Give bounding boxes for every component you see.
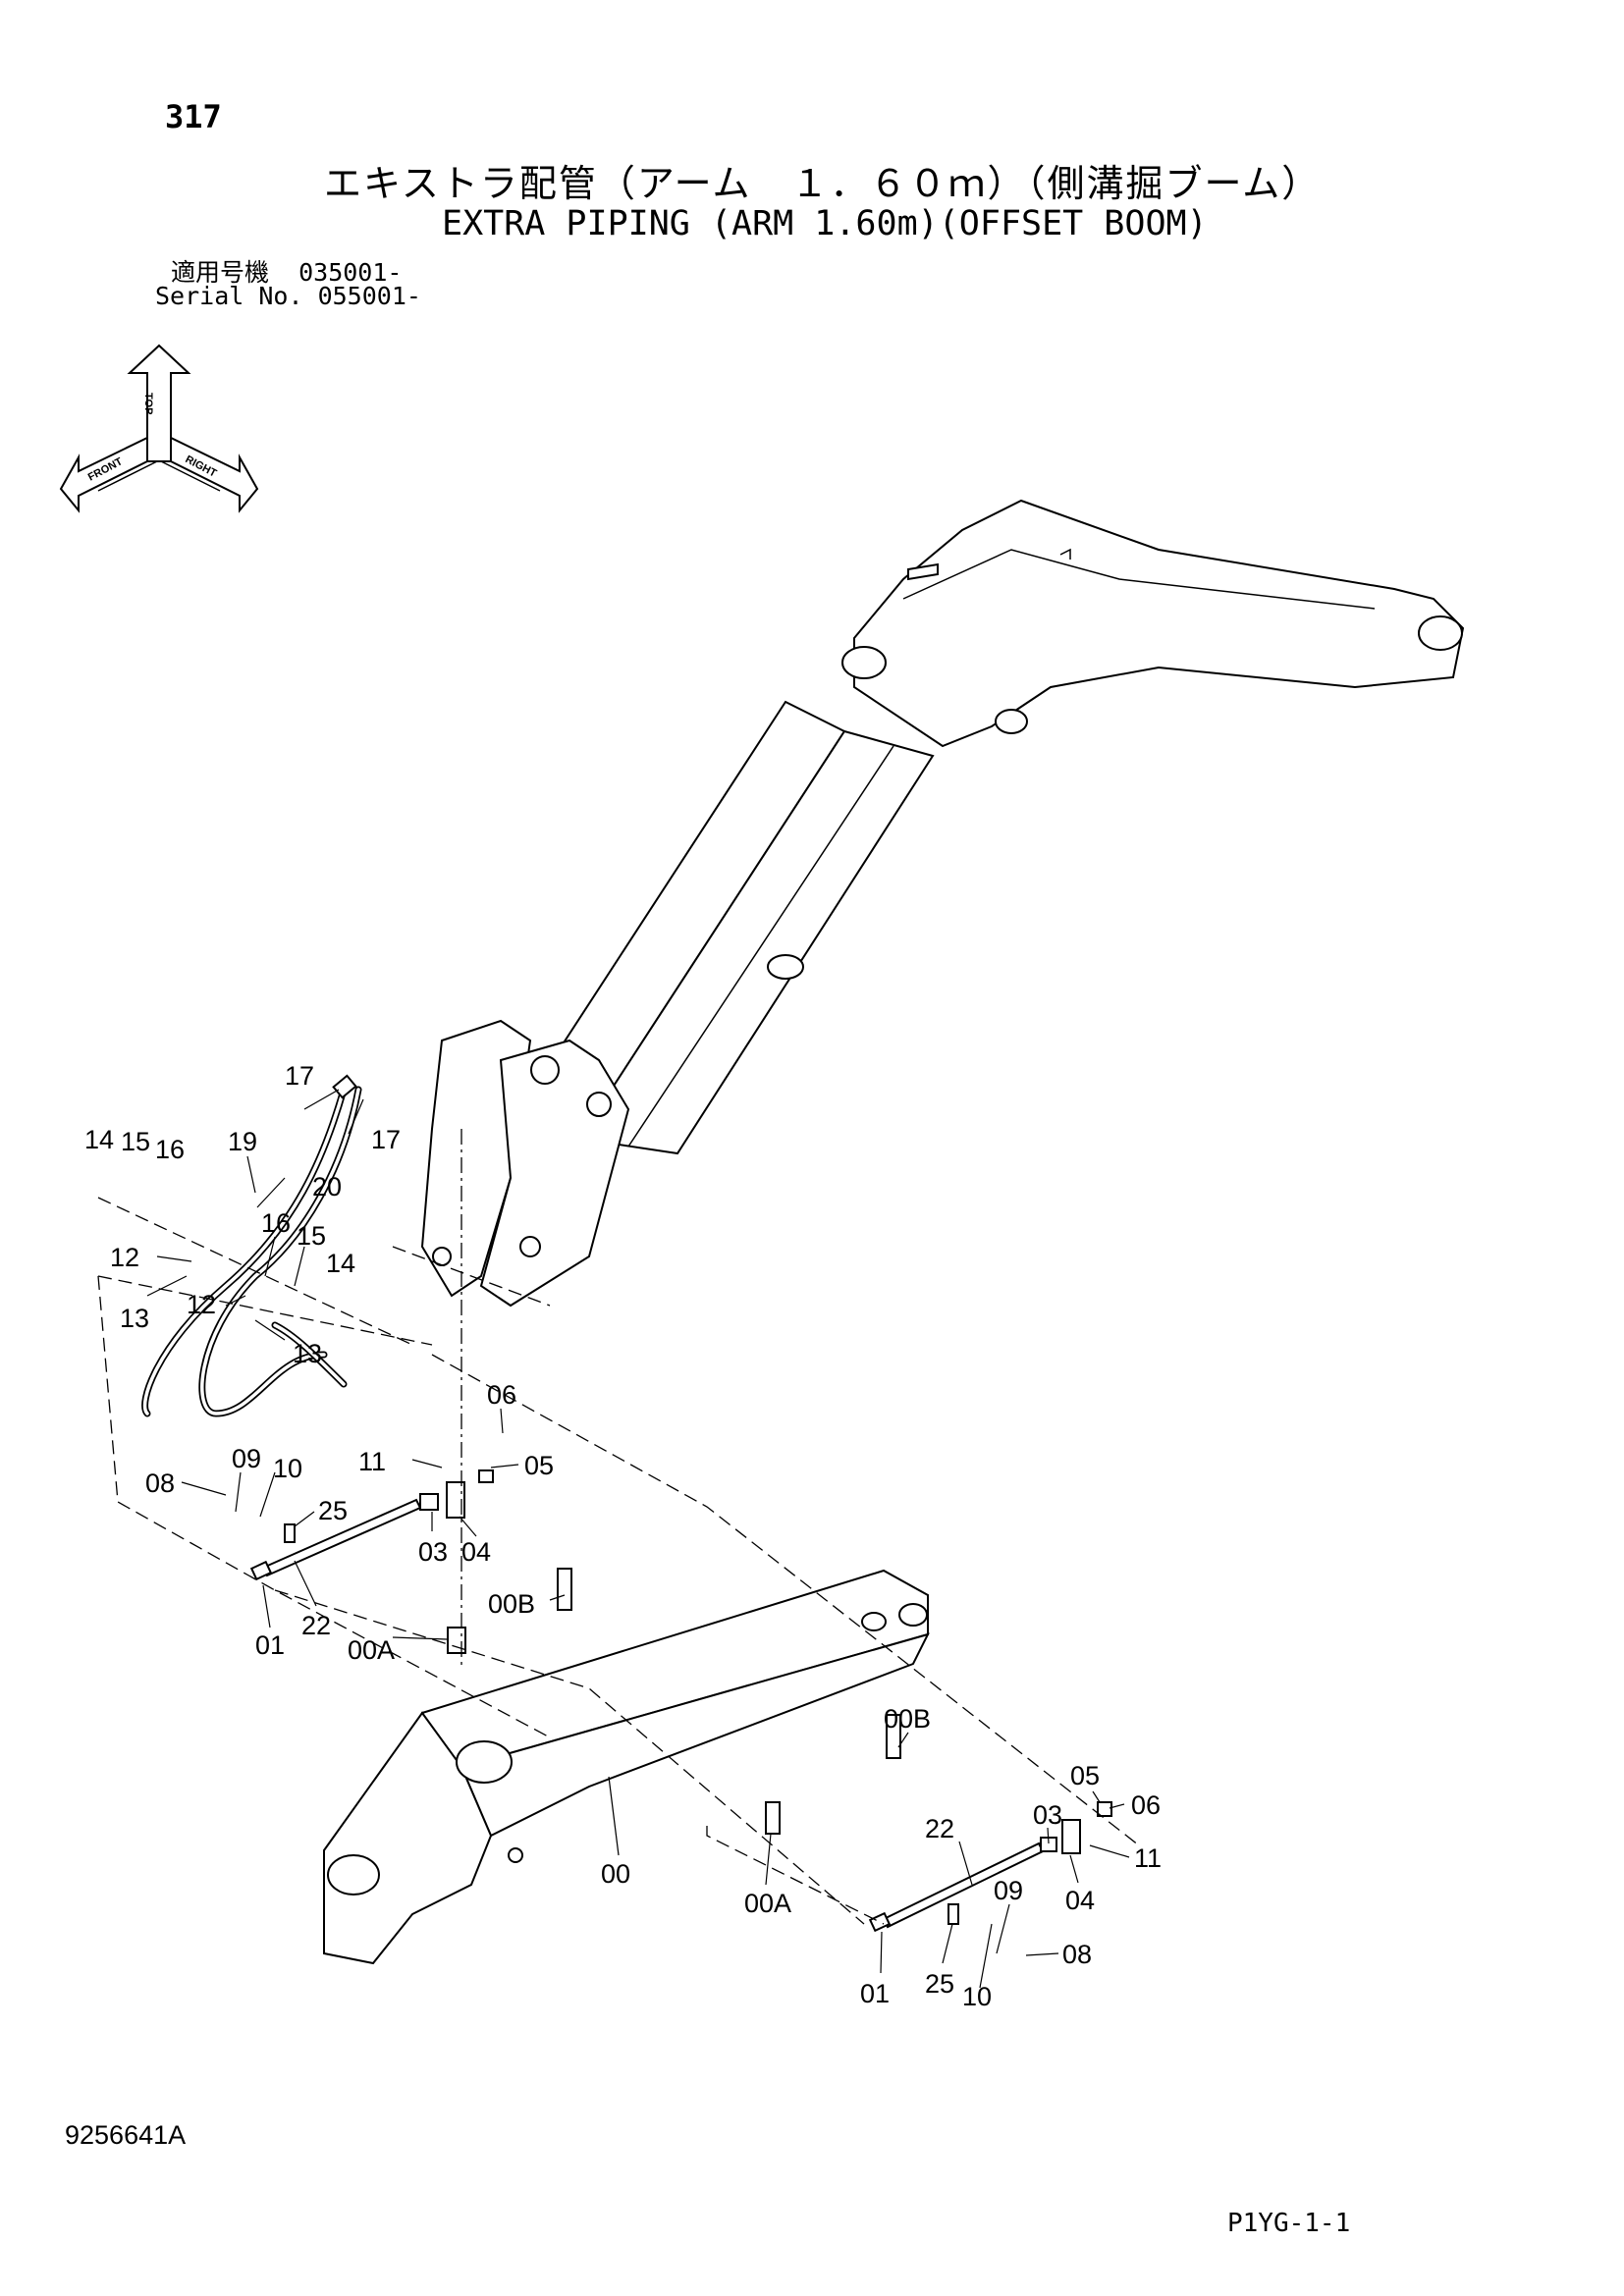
callout-05: 05 (1070, 1761, 1100, 1790)
callout-04: 04 (1065, 1886, 1095, 1915)
callout-11: 11 (358, 1447, 386, 1476)
callout-00A: 00A (744, 1889, 791, 1918)
page-title-english: EXTRA PIPING (ARM 1.60m)(OFFSET BOOM) (442, 204, 1208, 243)
callout-08: 08 (1062, 1940, 1092, 1969)
page-title-japanese: エキストラ配管（アーム １．６０ｍ）（側溝掘ブーム） (324, 162, 1322, 205)
sheet-code: P1YG-1-1 (1227, 2209, 1351, 2238)
callout-12: 12 (110, 1243, 139, 1272)
callout-16: 16 (155, 1135, 185, 1164)
orientation-indicator: TOP FRONT RIGHT (59, 344, 259, 513)
pipe-clamp-group-left (249, 1469, 572, 1654)
callout-06: 06 (1131, 1790, 1161, 1820)
callout-03: 03 (418, 1537, 448, 1567)
callout-09: 09 (232, 1444, 261, 1473)
callout-13: 13 (120, 1304, 149, 1333)
callout-00A: 00A (348, 1635, 395, 1665)
applicable-serial-japanese: 適用号機 035001- (171, 258, 403, 287)
callout-10: 10 (962, 1982, 992, 2011)
callout-17: 17 (285, 1061, 314, 1091)
callout-25: 25 (318, 1496, 348, 1525)
callout-11: 11 (1134, 1843, 1162, 1873)
callout-06: 06 (487, 1380, 516, 1410)
boom-assembly (323, 1569, 930, 1965)
callout-13: 13 (293, 1339, 322, 1368)
callout-05: 05 (524, 1451, 554, 1480)
callout-20: 20 (312, 1172, 342, 1201)
arm-assembly (420, 499, 1465, 1308)
hose-lines (141, 1074, 362, 1417)
applicable-serial-english: Serial No. 055001- (155, 282, 421, 310)
callout-14: 14 (84, 1125, 114, 1154)
callout-03: 03 (1033, 1800, 1062, 1830)
callout-15: 15 (297, 1221, 326, 1251)
callout-09: 09 (994, 1876, 1023, 1905)
callout-01: 01 (860, 1979, 890, 2008)
callout-10: 10 (273, 1454, 302, 1483)
callout-12: 12 (187, 1290, 216, 1319)
callout-17: 17 (371, 1125, 401, 1154)
reference-lines (97, 1129, 1140, 1925)
item-callouts: 17 17 19 14 15 16 20 16 15 14 12 12 13 1… (84, 1061, 1162, 2011)
callout-25: 25 (925, 1969, 954, 1999)
callout-01: 01 (255, 1630, 285, 1660)
page-number: 317 (165, 98, 222, 135)
callout-22: 22 (301, 1611, 331, 1640)
callout-04: 04 (461, 1537, 491, 1567)
callout-00: 00 (601, 1859, 630, 1889)
callout-19: 19 (228, 1127, 257, 1156)
callout-14: 14 (326, 1249, 355, 1278)
pipe-clamp-group-right (765, 1714, 1112, 1933)
callout-15: 15 (121, 1127, 150, 1156)
orientation-top-label: TOP (142, 393, 154, 414)
leader-lines (146, 1089, 1130, 1989)
document-number: 9256641A (65, 2120, 187, 2150)
callout-00B: 00B (884, 1704, 931, 1734)
callout-00B: 00B (488, 1589, 535, 1619)
callout-16: 16 (261, 1208, 291, 1238)
callout-08: 08 (145, 1468, 175, 1498)
callout-22: 22 (925, 1814, 954, 1843)
